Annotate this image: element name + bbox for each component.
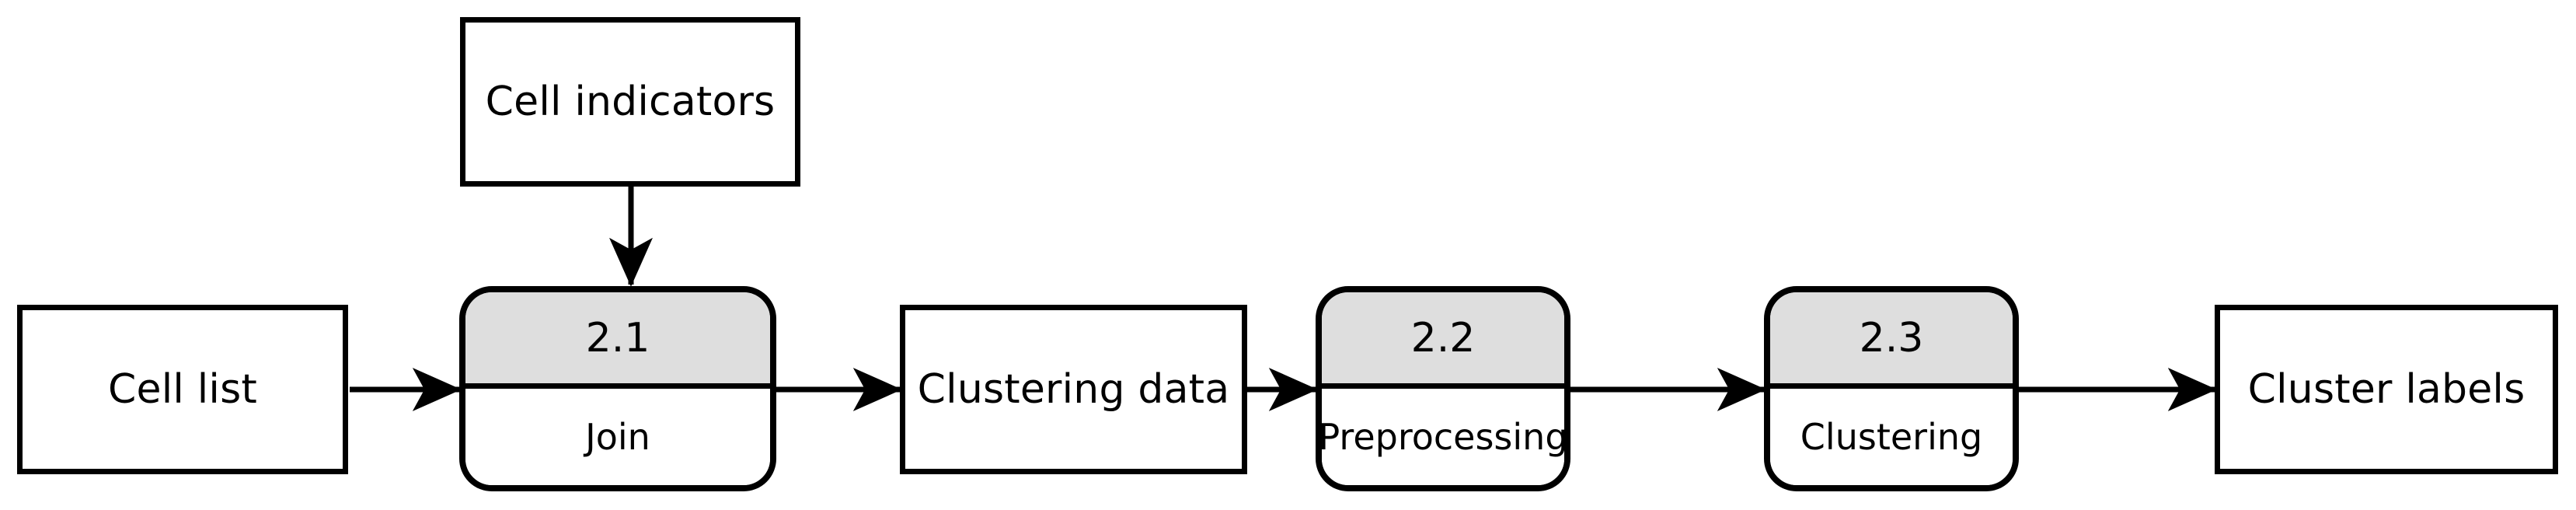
node-cell-list[interactable]: Cell list: [17, 305, 348, 474]
node-process-2-2[interactable]: 2.2 Preprocessing: [1316, 286, 1570, 491]
node-process-2-2-header: 2.2: [1322, 292, 1564, 389]
node-cell-list-label: Cell list: [108, 366, 257, 413]
node-cell-indicators[interactable]: Cell indicators: [460, 17, 800, 187]
node-process-2-1-body: Join: [465, 389, 770, 485]
node-process-2-3-body: Clustering: [1770, 389, 2013, 485]
node-process-2-1-label: Join: [585, 416, 650, 458]
node-process-2-3-header: 2.3: [1770, 292, 2013, 389]
node-clustering-data[interactable]: Clustering data: [900, 305, 1247, 474]
node-process-2-3[interactable]: 2.3 Clustering: [1764, 286, 2019, 491]
node-cell-indicators-label: Cell indicators: [485, 79, 776, 125]
node-process-2-2-number: 2.2: [1410, 314, 1476, 362]
node-process-2-2-label: Preprocessing: [1318, 416, 1568, 458]
node-process-2-1-header: 2.1: [465, 292, 770, 389]
node-process-2-3-number: 2.3: [1859, 314, 1924, 362]
node-clustering-data-label: Clustering data: [917, 366, 1230, 413]
node-process-2-2-body: Preprocessing: [1322, 389, 1564, 485]
node-process-2-3-label: Clustering: [1800, 416, 1983, 458]
node-cluster-labels-label: Cluster labels: [2247, 366, 2525, 413]
node-process-2-1[interactable]: 2.1 Join: [459, 286, 776, 491]
node-cluster-labels[interactable]: Cluster labels: [2215, 305, 2558, 474]
node-process-2-1-number: 2.1: [585, 314, 650, 362]
